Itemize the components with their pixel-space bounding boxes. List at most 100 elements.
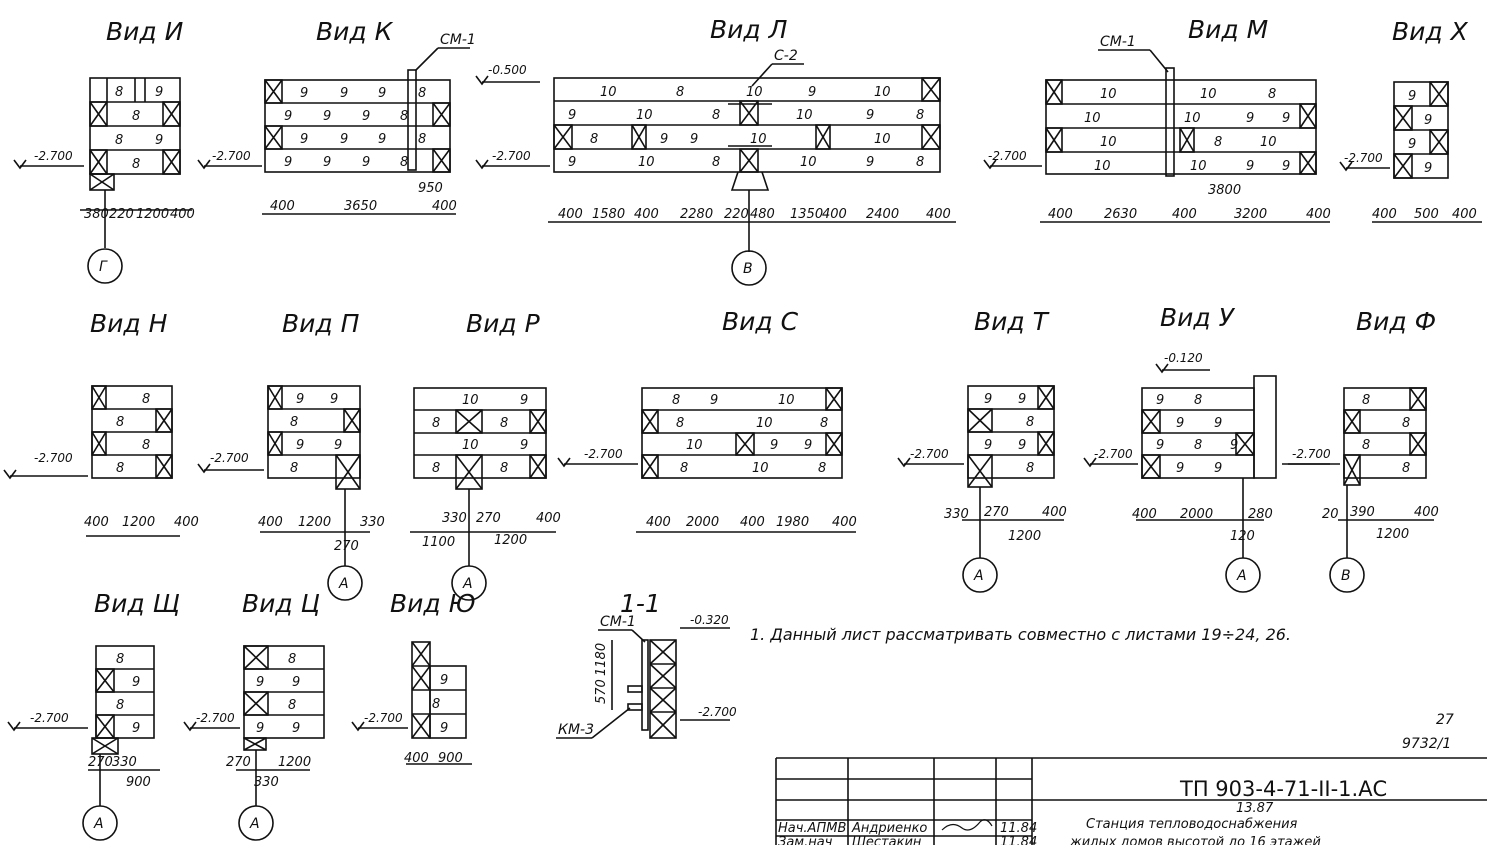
view-l-level-top: -0.500 (488, 63, 527, 77)
svg-text:8: 8 (290, 461, 298, 476)
view-l-dim-5: 220 (724, 207, 749, 222)
svg-text:9: 9 (1282, 111, 1290, 126)
svg-text:8: 8 (400, 155, 408, 170)
view-x-dim-2: 500 (1414, 207, 1439, 222)
view-l-dim-3: 400 (634, 207, 659, 222)
view-m-dim-5: 400 (1306, 207, 1331, 222)
svg-text:10: 10 (1100, 87, 1117, 102)
svg-text:9: 9 (710, 393, 718, 408)
svg-text:9: 9 (292, 675, 300, 690)
svg-text:8: 8 (132, 157, 140, 172)
view-r-dim-5: 1200 (494, 533, 527, 548)
view-t-marker: А (973, 568, 984, 584)
view-t-dim-2: 270 (984, 505, 1009, 520)
view-x-level: -2.700 (1344, 151, 1383, 165)
svg-text:10: 10 (686, 438, 703, 453)
svg-text:10: 10 (462, 438, 479, 453)
svg-text:9: 9 (256, 721, 264, 736)
view-shch-dim-3: 900 (126, 775, 151, 790)
svg-text:8: 8 (1194, 438, 1202, 453)
svg-text:8: 8 (115, 85, 123, 100)
svg-text:8: 8 (1214, 135, 1222, 150)
view-f-dim-2: 390 (1350, 505, 1375, 520)
svg-text:8: 8 (116, 652, 124, 667)
svg-text:9: 9 (770, 438, 778, 453)
svg-text:8: 8 (1362, 438, 1370, 453)
view-s-level: -2.700 (584, 447, 623, 461)
view-i-level: -2.700 (34, 149, 73, 163)
svg-text:8: 8 (818, 461, 826, 476)
view-l-marker: В (743, 261, 753, 277)
sheet-doc: 9732/1 (1402, 736, 1451, 752)
view-shch: Вид Щ 89 89 -2.700 270 330 900 А (7, 589, 180, 841)
svg-text:10: 10 (1084, 111, 1101, 126)
view-yu-level: -2.700 (364, 711, 403, 725)
svg-text:9: 9 (866, 155, 874, 170)
svg-text:8: 8 (432, 461, 440, 476)
view-yu-dim-1: 400 (404, 751, 429, 766)
stamp-name-2: Шестакин (852, 835, 922, 845)
svg-text:9: 9 (292, 721, 300, 736)
view-i-dim-3: 1200 (136, 207, 169, 222)
view-i-dim-2: 220 (109, 207, 134, 222)
svg-text:8: 8 (500, 461, 508, 476)
svg-text:10: 10 (1184, 111, 1201, 126)
view-t-dim-3: 400 (1042, 505, 1067, 520)
stamp-desc-1: Станция тепловодоснабжения (1086, 817, 1298, 832)
view-t-level: -2.700 (910, 447, 949, 461)
view-k-dim-3: 400 (432, 199, 457, 214)
svg-text:8: 8 (142, 438, 150, 453)
view-u-dim-1: 400 (1132, 507, 1157, 522)
view-t-dim-4: 1200 (1008, 529, 1041, 544)
section-dim-2: 570 (594, 679, 609, 704)
svg-text:8: 8 (432, 416, 440, 431)
svg-text:10: 10 (746, 85, 763, 100)
view-i-dim-4: 400 (170, 207, 195, 222)
view-f-level: -2.700 (1292, 447, 1331, 461)
section-level-top: -0.320 (690, 613, 729, 627)
svg-text:8: 8 (116, 461, 124, 476)
view-u-marker: А (1236, 568, 1247, 584)
view-u-title: Вид У (1160, 303, 1236, 332)
svg-text:9: 9 (1246, 111, 1254, 126)
svg-text:9: 9 (1408, 89, 1416, 104)
svg-text:8: 8 (288, 652, 296, 667)
svg-text:10: 10 (1100, 135, 1117, 150)
view-x-title: Вид Х (1392, 17, 1469, 46)
view-ts-marker: А (249, 816, 260, 832)
svg-text:9: 9 (362, 109, 370, 124)
svg-text:9: 9 (378, 86, 386, 101)
view-s-title: Вид С (722, 307, 799, 336)
svg-text:9: 9 (284, 155, 292, 170)
svg-text:8: 8 (676, 85, 684, 100)
view-s-dim-1: 400 (646, 515, 671, 530)
view-r-dim-2: 270 (476, 511, 501, 526)
view-l-dim-6: 480 (750, 207, 775, 222)
svg-text:9: 9 (362, 155, 370, 170)
svg-text:9: 9 (334, 438, 342, 453)
svg-text:8: 8 (1026, 461, 1034, 476)
svg-text:9: 9 (1424, 113, 1432, 128)
view-yu-title: Вид Ю (390, 589, 476, 618)
view-l-dim-8: 400 (822, 207, 847, 222)
svg-text:9: 9 (340, 132, 348, 147)
svg-text:9: 9 (300, 86, 308, 101)
view-p-marker: А (338, 576, 349, 592)
svg-text:9: 9 (1156, 393, 1164, 408)
view-f-marker: В (1341, 568, 1351, 584)
view-k-dim-2: 3650 (344, 199, 377, 214)
svg-text:8: 8 (418, 132, 426, 147)
view-ts-dim-2: 1200 (278, 755, 311, 770)
view-i-dim-1: 380 (84, 207, 109, 222)
svg-text:8: 8 (115, 133, 123, 148)
view-yu-dim-2: 900 (438, 751, 463, 766)
view-k-cm: СМ-1 (440, 32, 476, 48)
sheet-number: 27 (1436, 712, 1454, 728)
svg-text:10: 10 (1094, 159, 1111, 174)
section-cm: СМ-1 (600, 614, 636, 630)
view-x-dim-3: 400 (1452, 207, 1477, 222)
